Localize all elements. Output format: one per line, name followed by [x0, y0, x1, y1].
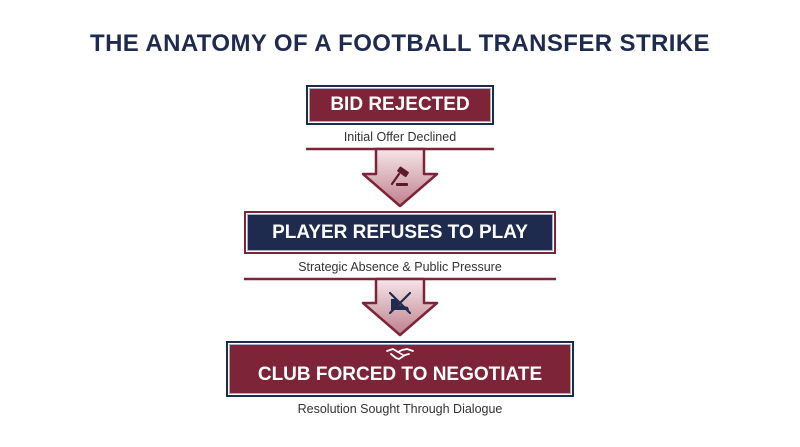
step-label: BID REJECTED [330, 94, 470, 115]
step-subtitle: Strategic Absence & Public Pressure [298, 260, 502, 274]
crossed-out-boot-icon [388, 291, 412, 315]
step-box-player-refuses: PLAYER REFUSES TO PLAY [244, 211, 556, 254]
step-subtitle: Resolution Sought Through Dialogue [297, 402, 503, 416]
step-label: CLUB FORCED TO NEGOTIATE [257, 364, 543, 385]
handshake-icon [386, 348, 414, 360]
step-subtitle: Initial Offer Declined [343, 130, 457, 144]
step-label: PLAYER REFUSES TO PLAY [272, 222, 528, 243]
step-box-bid-rejected: BID REJECTED [306, 85, 494, 125]
step-box-club-forced: CLUB FORCED TO NEGOTIATE [226, 341, 574, 397]
gavel-icon [390, 166, 409, 186]
diagram-title: THE ANATOMY OF A FOOTBALL TRANSFER STRIK… [90, 30, 710, 57]
